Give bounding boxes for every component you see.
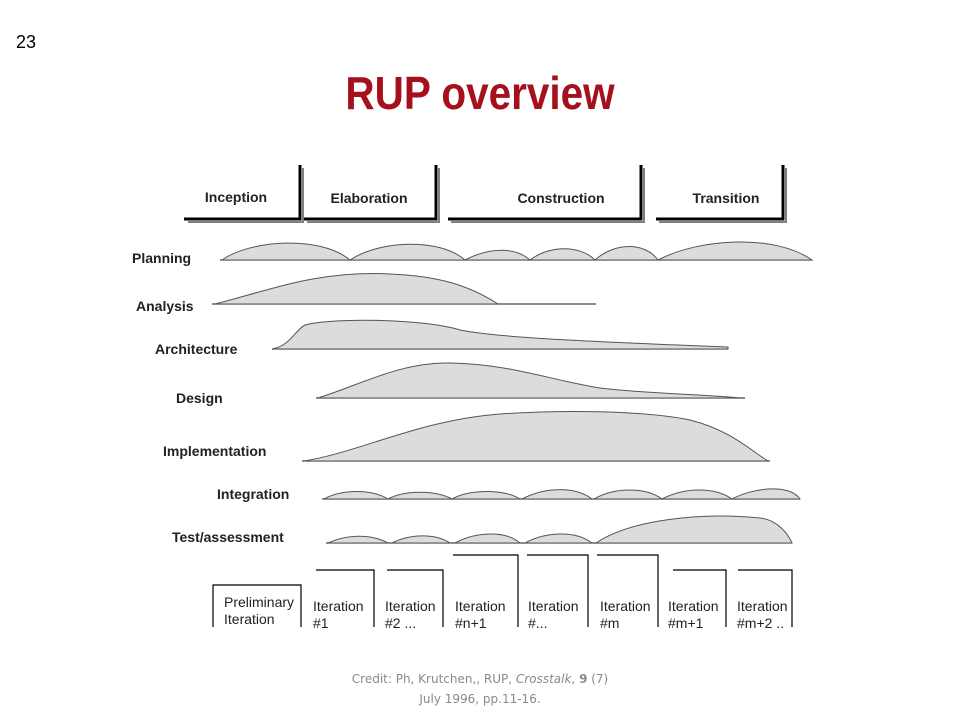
workflow-labels: Planning Analysis Architecture Design Im… [132,250,289,545]
phase-inception: Inception [184,165,304,223]
iteration-line2: #m+1 [668,615,704,631]
iteration-line1: Preliminary [224,594,294,610]
credit-line-1: Credit: Ph, Krutchen,, RUP, Crosstalk, 9… [0,669,960,689]
credit-issue: (7) [587,672,609,686]
iteration-brackets [212,554,793,627]
iteration-line1: Iteration [737,598,788,614]
phase-elaboration: Elaboration [304,165,440,223]
iteration-line2: #2 ... [385,615,416,631]
iteration-line1: Iteration [385,598,436,614]
workflow-row-planning [220,241,814,261]
workflow-label-integration: Integration [217,486,289,502]
workflow-label-implementation: Implementation [163,443,266,459]
phase-headers: Inception Elaboration Construction Trans… [184,165,787,223]
iteration-line1: Iteration [528,598,579,614]
slide-number: 23 [16,32,37,52]
workflow-row-analysis [212,272,596,305]
iteration-line1: Iteration [313,598,364,614]
iteration-2: Iteration #2 ... [385,598,436,631]
credit-separator: , [571,672,580,686]
credit-line-2: July 1996, pp.11-16. [419,692,541,706]
phase-label-elaboration: Elaboration [330,190,407,206]
iteration-line2: Iteration [224,611,275,627]
iteration-ellipsis: Iteration #... [528,598,579,631]
phase-construction: Construction [448,165,645,223]
iteration-line1: Iteration [668,598,719,614]
iteration-1: Iteration #1 [313,598,364,631]
credit-prefix: Credit: Ph, Krutchen,, RUP, [351,672,516,686]
iteration-line2: #m [600,615,619,631]
phase-label-construction: Construction [517,190,604,206]
slide-title: RUP overview [345,67,615,119]
iteration-line1: Iteration [600,598,651,614]
workflow-row-test-assessment [326,515,793,544]
credit-volume: 9 [579,672,588,686]
workflow-row-architecture [271,319,729,350]
workflow-label-planning: Planning [132,250,191,266]
workflow-row-integration [322,488,801,500]
phase-transition: Transition [656,165,787,223]
phase-label-transition: Transition [693,190,760,206]
iteration-n-plus-1: Iteration #n+1 [455,598,506,631]
workflow-row-design [316,362,745,399]
workflow-label-architecture: Architecture [155,341,238,357]
workflow-row-implementation [302,411,770,462]
workflow-label-test-assessment: Test/assessment [172,529,284,545]
phase-label-inception: Inception [205,189,267,205]
credit-note: Credit: Ph, Krutchen,, RUP, Crosstalk, 9… [0,669,960,709]
iteration-line2: #n+1 [455,615,487,631]
iteration-m: Iteration #m [600,598,651,631]
iteration-preliminary: Preliminary Iteration [224,594,294,627]
iteration-line2: #... [528,615,547,631]
iteration-line1: Iteration [455,598,506,614]
workflow-label-analysis: Analysis [136,298,194,314]
iteration-labels: Preliminary Iteration Iteration #1 Itera… [224,594,788,631]
iteration-m-plus-2: Iteration #m+2 .. [737,598,788,631]
credit-journal: Crosstalk [515,672,572,686]
iteration-m-plus-1: Iteration #m+1 [668,598,719,631]
iteration-line2: #m+2 .. [737,615,784,631]
iteration-line2: #1 [313,615,329,631]
workflow-label-design: Design [176,390,223,406]
